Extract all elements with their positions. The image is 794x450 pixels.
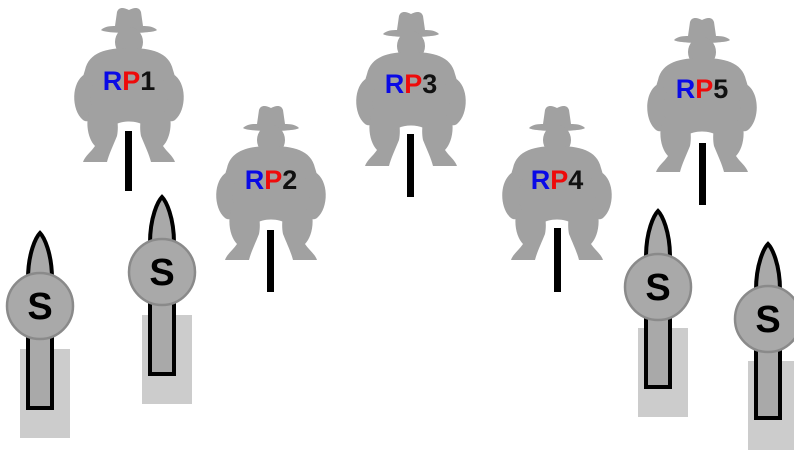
target-rp5: RP5 — [647, 18, 757, 205]
target-stand — [125, 131, 132, 191]
steel-target-s1: S — [5, 230, 75, 438]
label-r: R — [245, 165, 265, 195]
label-r: R — [385, 69, 405, 99]
steel-plate — [127, 237, 197, 307]
steel-plate — [5, 271, 75, 341]
steel-plate — [733, 284, 794, 354]
steel-label: S — [149, 252, 174, 294]
label-p: P — [550, 165, 568, 195]
target-label: RP1 — [103, 66, 156, 96]
target-rp4: RP4 — [502, 106, 612, 292]
target-stand — [699, 143, 706, 205]
label-p: P — [122, 66, 140, 96]
label-r: R — [676, 74, 696, 104]
label-r: R — [103, 66, 123, 96]
label-number: 3 — [422, 69, 437, 99]
label-number: 4 — [568, 165, 583, 195]
steel-targets: S S S S — [5, 194, 794, 450]
label-p: P — [695, 74, 713, 104]
target-label: RP4 — [531, 165, 584, 195]
label-r: R — [531, 165, 551, 195]
target-stand — [407, 134, 414, 197]
steel-label: S — [755, 299, 780, 341]
steel-label: S — [27, 286, 52, 328]
label-number: 1 — [140, 66, 155, 96]
label-p: P — [264, 165, 282, 195]
target-rp1: RP1 — [74, 8, 184, 191]
steel-target-s4: S — [733, 241, 794, 450]
steel-target-s3: S — [623, 208, 693, 417]
target-label: RP5 — [676, 74, 729, 104]
steel-target-s2: S — [127, 194, 197, 404]
steel-label: S — [645, 267, 670, 309]
target-stand — [267, 230, 274, 292]
target-label: RP2 — [245, 165, 298, 195]
target-rp3: RP3 — [356, 12, 466, 197]
label-number: 5 — [713, 74, 728, 104]
target-label: RP3 — [385, 69, 438, 99]
target-stand — [554, 228, 561, 292]
label-number: 2 — [282, 165, 297, 195]
label-p: P — [404, 69, 422, 99]
steel-plate — [623, 252, 693, 322]
target-rp2: RP2 — [216, 106, 326, 292]
